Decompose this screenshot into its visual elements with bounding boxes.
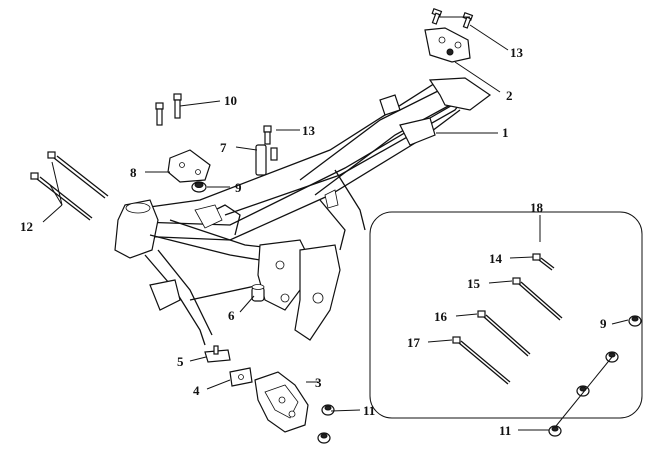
part-18-group xyxy=(369,211,643,437)
part-6-collar xyxy=(251,284,265,302)
part-9-nut-left xyxy=(191,181,207,193)
callout-2: 2 xyxy=(506,88,513,103)
part-8-bracket xyxy=(167,149,211,183)
callout-18: 18 xyxy=(530,200,544,215)
callout-9a: 9 xyxy=(235,180,242,195)
part-14-bolt xyxy=(532,253,555,271)
part-17-bolt xyxy=(452,336,511,385)
part-11-nuts-left xyxy=(317,404,335,444)
part-4-bracket xyxy=(229,367,253,387)
callout-labels: 1 2 3 4 5 6 7 8 9 9 10 11 11 12 13 13 14… xyxy=(20,45,607,438)
callout-16: 16 xyxy=(434,309,448,324)
callout-17: 17 xyxy=(407,335,421,350)
part-3-guard xyxy=(254,371,309,433)
part-13-bolt-middle xyxy=(263,125,272,145)
callout-1: 1 xyxy=(502,125,509,140)
leader-lines xyxy=(42,16,629,431)
part-15-bolt xyxy=(512,277,563,321)
callout-11a: 11 xyxy=(363,403,375,418)
callout-4: 4 xyxy=(193,383,200,398)
main-frame xyxy=(114,77,492,346)
callout-3: 3 xyxy=(315,375,322,390)
part-5-bracket xyxy=(204,345,231,363)
part-12-long-bolts xyxy=(30,151,109,221)
part-13-bolts-top xyxy=(431,7,474,29)
callout-5: 5 xyxy=(177,354,184,369)
part-11-nuts-right xyxy=(548,351,619,437)
callout-14: 14 xyxy=(489,251,503,266)
part-7-spacer xyxy=(255,144,278,176)
callout-12: 12 xyxy=(20,219,33,234)
callout-10: 10 xyxy=(224,93,237,108)
callout-13a: 13 xyxy=(510,45,524,60)
callout-9b: 9 xyxy=(600,316,607,331)
callout-15: 15 xyxy=(467,276,481,291)
callout-11b: 11 xyxy=(499,423,511,438)
callout-13b: 13 xyxy=(302,123,316,138)
callout-6: 6 xyxy=(228,308,235,323)
callout-8: 8 xyxy=(130,165,137,180)
part-10-bolts xyxy=(155,93,182,126)
part-9-nut-right xyxy=(628,315,642,327)
part-2-bracket xyxy=(424,27,471,63)
callout-7: 7 xyxy=(220,140,227,155)
part-16-bolt xyxy=(477,310,531,357)
